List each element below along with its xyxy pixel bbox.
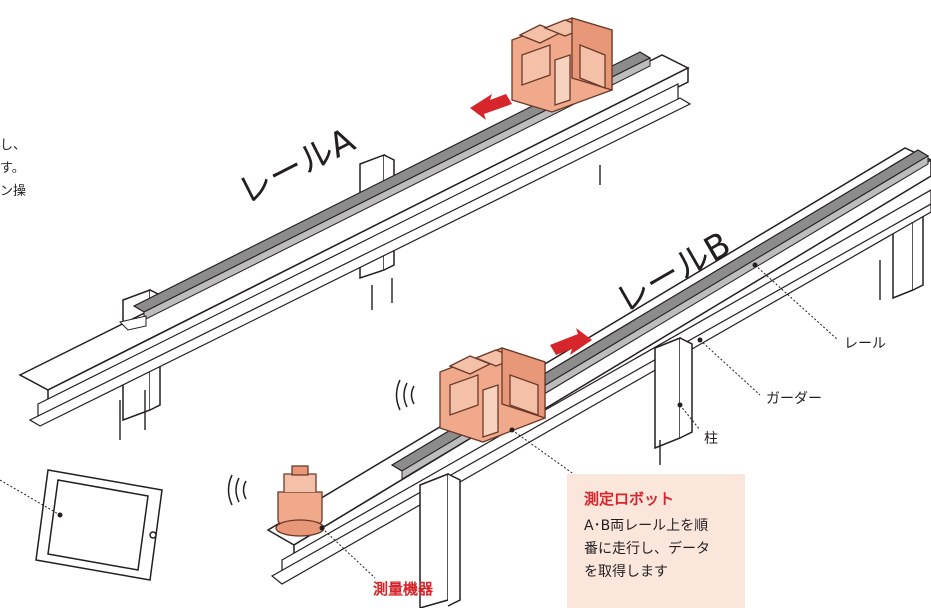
robot-callout-title: 測定ロボット <box>584 490 675 508</box>
side-note-line-3: ン操 <box>0 184 27 199</box>
rail-part-label: レール <box>844 336 886 352</box>
direction-arrow-icon <box>550 328 592 355</box>
robot-a <box>511 17 613 113</box>
direction-arrow-icon <box>470 94 512 120</box>
girder-label: ガーダー <box>766 391 822 407</box>
robot-b <box>439 347 546 443</box>
survey-instrument <box>275 465 325 537</box>
rail-a-structure <box>18 51 692 440</box>
signal-wave-icon <box>395 379 415 411</box>
robot-callout-line: A･B両レール上を順 <box>584 518 709 534</box>
leader-lines <box>0 264 839 579</box>
side-note-line-2: す。 <box>0 161 25 176</box>
tablet-icon <box>35 469 163 581</box>
signal-wave-icon <box>227 474 247 506</box>
robot-callout-line: 番に走行し、データ <box>584 541 710 557</box>
side-note-line-1: し、 <box>0 138 27 153</box>
robot-callout: 測定ロボット A･B両レール上を順 番に走行し、データ を取得します <box>567 474 745 608</box>
robot-callout-body: A･B両レール上を順 番に走行し、データ を取得します <box>584 515 710 584</box>
instrument-label: 測量機器 <box>373 580 434 598</box>
robot-callout-line: を取得します <box>584 564 668 580</box>
pillar-label: 柱 <box>704 431 718 447</box>
post-leg <box>119 165 601 440</box>
leader-dots <box>57 262 758 531</box>
